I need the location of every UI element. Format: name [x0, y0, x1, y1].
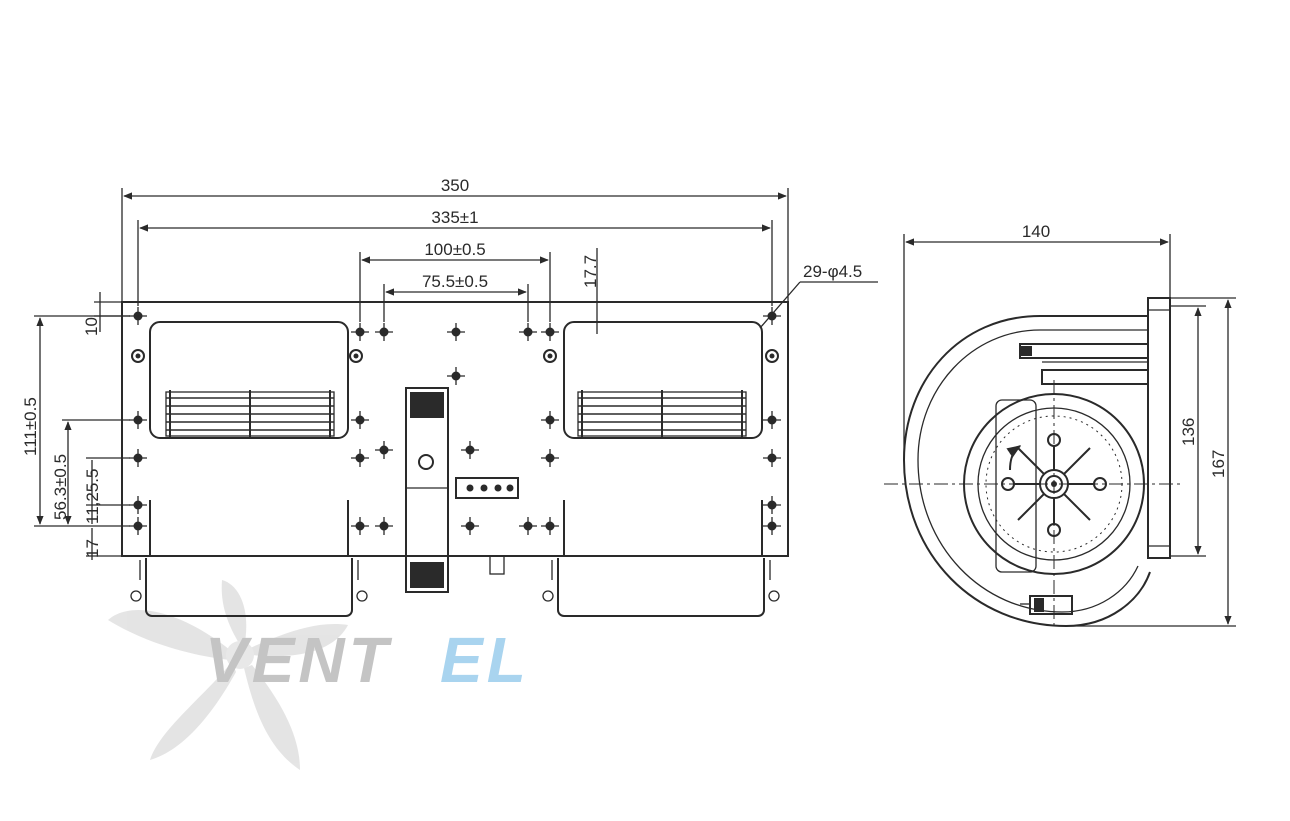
dimension-hole-span: 335±1 — [137, 208, 773, 306]
dimension-overall-height: 167 — [1066, 297, 1236, 627]
watermark-fan-icon — [108, 580, 348, 770]
mounting-holes — [128, 306, 782, 536]
side-flange — [1147, 297, 1171, 559]
dimension-side-width: 140 — [903, 222, 1171, 460]
front-plate — [121, 301, 789, 557]
scroll-outer — [902, 315, 1151, 628]
side-outlet-slots — [1019, 343, 1149, 385]
dim-top-hole-label: 10 — [82, 317, 101, 336]
watermark-logo: VENT EL — [108, 580, 530, 770]
dim-low-holes-label: 11,25.5 — [83, 469, 102, 524]
dim-mid-hole-label: 56.3±0.5 — [51, 454, 70, 520]
dim-center-inner-label: 75.5±0.5 — [422, 272, 488, 291]
right-grill — [577, 390, 747, 438]
front-view: 350 335±1 100±0.5 75.5±0.5 17.7 — [21, 176, 878, 617]
dimension-low-holes: 11,25.5 — [83, 457, 130, 524]
dimension-overall-width: 350 — [121, 176, 789, 302]
callout-holes: 29-φ4.5 — [759, 262, 878, 329]
dimension-center-inner: 75.5±0.5 — [383, 272, 529, 322]
side-view: 140 136 167 — [884, 222, 1236, 630]
side-connector — [1020, 595, 1073, 615]
dim-inner-height-label: 136 — [1179, 418, 1198, 446]
watermark-brand-part2: EL — [440, 624, 530, 696]
dim-overall-height-label: 167 — [1209, 450, 1228, 478]
scroll-inner — [917, 329, 1148, 613]
dimension-inner-height: 136 — [1170, 305, 1206, 557]
dim-bottom-label: 17 — [83, 539, 102, 558]
watermark-brand-part1: VENT — [205, 624, 393, 696]
dimension-vertical-holes: 111±0.5 — [21, 315, 130, 527]
right-outlet — [563, 321, 763, 439]
dimension-top-offset: 17.7 — [581, 248, 600, 334]
dim-side-width-label: 140 — [1022, 222, 1050, 241]
right-scroll-body — [542, 558, 780, 617]
callout-holes-label: 29-φ4.5 — [803, 262, 862, 281]
dimension-bottom: 17 — [83, 528, 122, 560]
motor-block — [405, 387, 519, 593]
left-scroll-body — [130, 558, 368, 617]
housing-lines — [149, 500, 763, 556]
left-outlet — [149, 321, 349, 439]
left-grill — [165, 390, 335, 438]
dimension-center-outer: 100±0.5 — [359, 240, 551, 322]
dimension-mid-hole: 56.3±0.5 — [51, 419, 130, 525]
dim-top-offset-label: 17.7 — [581, 255, 600, 288]
dim-overall-width-label: 350 — [441, 176, 469, 195]
dim-center-outer-label: 100±0.5 — [424, 240, 485, 259]
rotation-arrow-icon — [1006, 445, 1022, 471]
dim-vertical-holes-label: 111±0.5 — [21, 397, 40, 456]
motor-housing — [995, 399, 1037, 573]
dim-hole-span-label: 335±1 — [431, 208, 478, 227]
